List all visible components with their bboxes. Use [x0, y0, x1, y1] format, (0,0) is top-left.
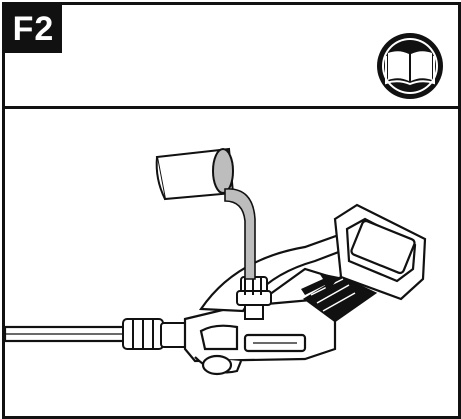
tool-body — [183, 297, 337, 376]
fill-oil-illustration — [5, 147, 427, 376]
battery-pack — [303, 203, 427, 323]
figure-label: F2 — [5, 5, 62, 53]
shaft-coupler — [122, 318, 192, 350]
oil-cup — [155, 147, 235, 201]
figure-header: F2 — [5, 5, 458, 109]
insert-arrow — [301, 273, 339, 295]
drive-shaft — [5, 325, 137, 343]
oil-stream — [224, 188, 256, 280]
oil-filler-cap — [236, 276, 272, 320]
read-manual-icon — [377, 33, 443, 99]
